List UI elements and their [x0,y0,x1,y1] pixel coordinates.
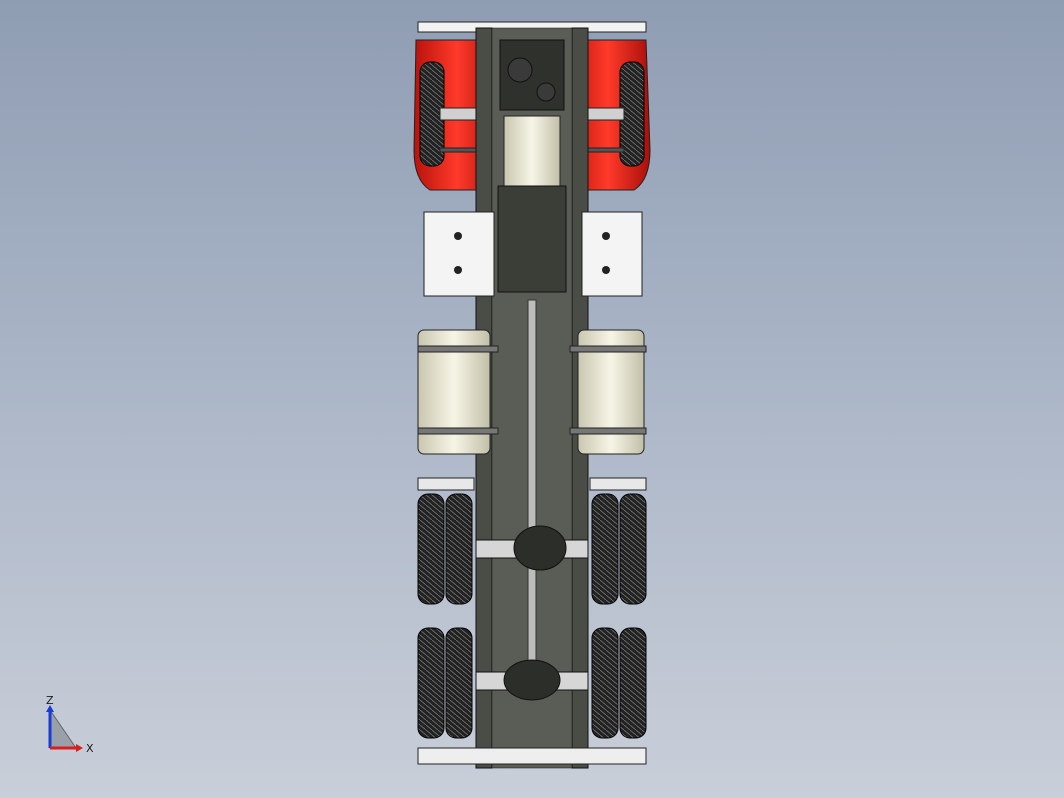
rear-tires [417,493,647,739]
rear-mud-flaps [417,477,647,491]
z-axis-label: Z [46,696,54,707]
rear-bumper [417,747,647,765]
z-axis-arrow-icon [46,705,54,712]
x-axis-label: X [86,742,94,755]
transmission-housing [497,185,567,293]
triad-plane [49,708,77,749]
truck-chassis-model[interactable] [413,21,651,769]
front-tires [419,61,645,167]
rear-axle-1 [475,525,589,571]
radiator-cylinder [503,115,561,187]
fuel-tanks [417,329,647,455]
rear-axle-2 [475,659,589,701]
view-orientation-triad: Z X [46,696,94,755]
driveshaft [527,299,537,681]
battery-boxes [423,211,643,297]
engine-block [499,39,565,111]
x-axis-arrow-icon [76,744,83,752]
